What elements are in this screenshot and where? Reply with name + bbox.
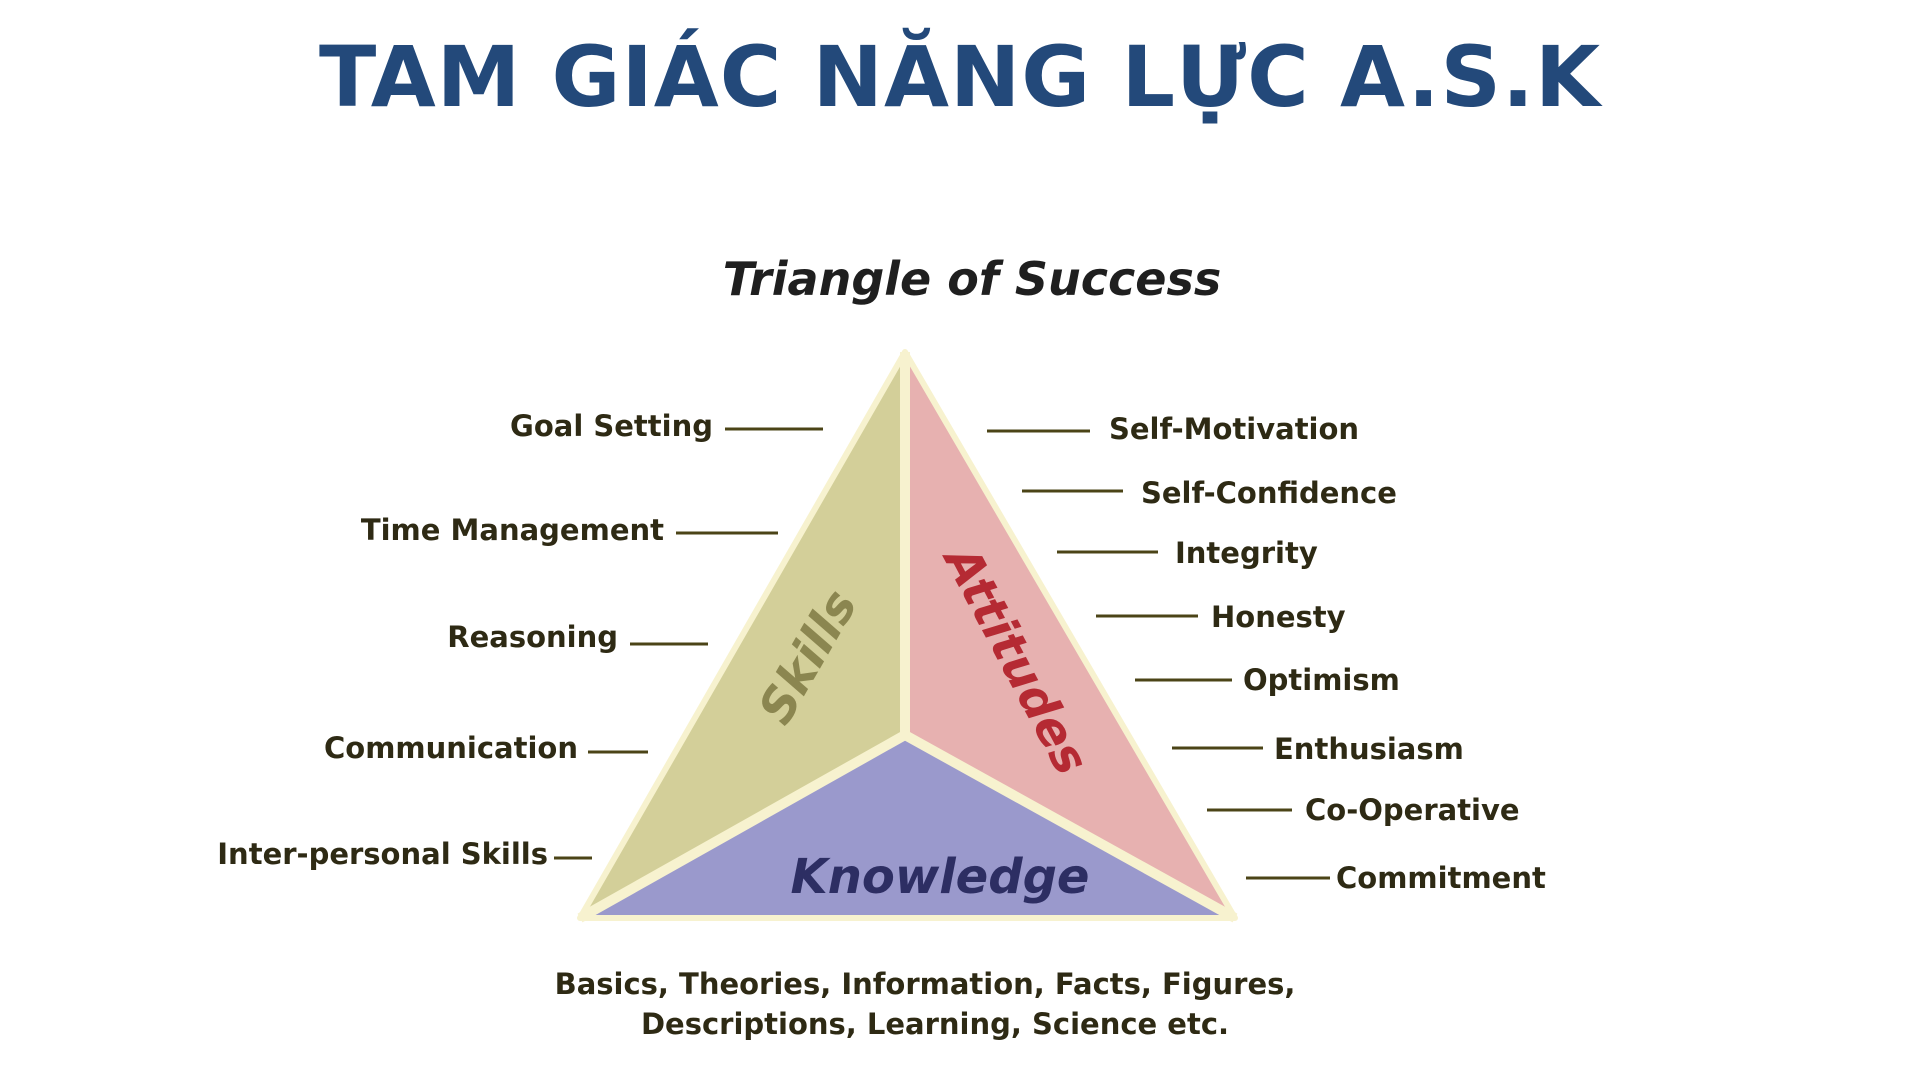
- skill-item: Inter-personal Skills: [217, 837, 548, 871]
- knowledge-item: Descriptions, Learning, Science etc.: [641, 1007, 1229, 1041]
- knowledge-item: Basics, Theories, Information, Facts, Fi…: [555, 967, 1296, 1001]
- skills-list: Goal Setting Time Management Reasoning C…: [217, 409, 823, 871]
- attitude-item: Enthusiasm: [1274, 732, 1464, 766]
- skill-item: Goal Setting: [510, 409, 713, 443]
- attitude-item: Self-Motivation: [1109, 412, 1359, 446]
- skill-item: Communication: [324, 731, 578, 765]
- triangle-outline: [577, 349, 1238, 921]
- knowledge-face-label: Knowledge: [791, 849, 1090, 905]
- triangle-inner-edge-left: [577, 730, 908, 923]
- attitude-item: Optimism: [1243, 663, 1400, 697]
- attitude-item: Self-Confidence: [1141, 476, 1397, 510]
- triangle-inner-edge-right: [902, 730, 1238, 923]
- diagram-title: Triangle of Success: [723, 252, 1221, 306]
- attitude-item: Commitment: [1336, 861, 1546, 895]
- attitude-item: Integrity: [1175, 536, 1318, 570]
- skill-item: Time Management: [361, 513, 664, 547]
- triangle: Skills Attitudes Knowledge: [577, 349, 1238, 923]
- knowledge-face: [580, 735, 1235, 918]
- skill-item: Reasoning: [447, 620, 618, 654]
- page-title: TAM GIÁC NĂNG LỰC A.S.K: [318, 28, 1602, 126]
- attitude-item: Co-Operative: [1305, 793, 1520, 827]
- attitude-item: Honesty: [1211, 600, 1346, 634]
- attitudes-list: Self-Motivation Self-Confidence Integrit…: [987, 412, 1546, 895]
- knowledge-list: Basics, Theories, Information, Facts, Fi…: [555, 967, 1296, 1041]
